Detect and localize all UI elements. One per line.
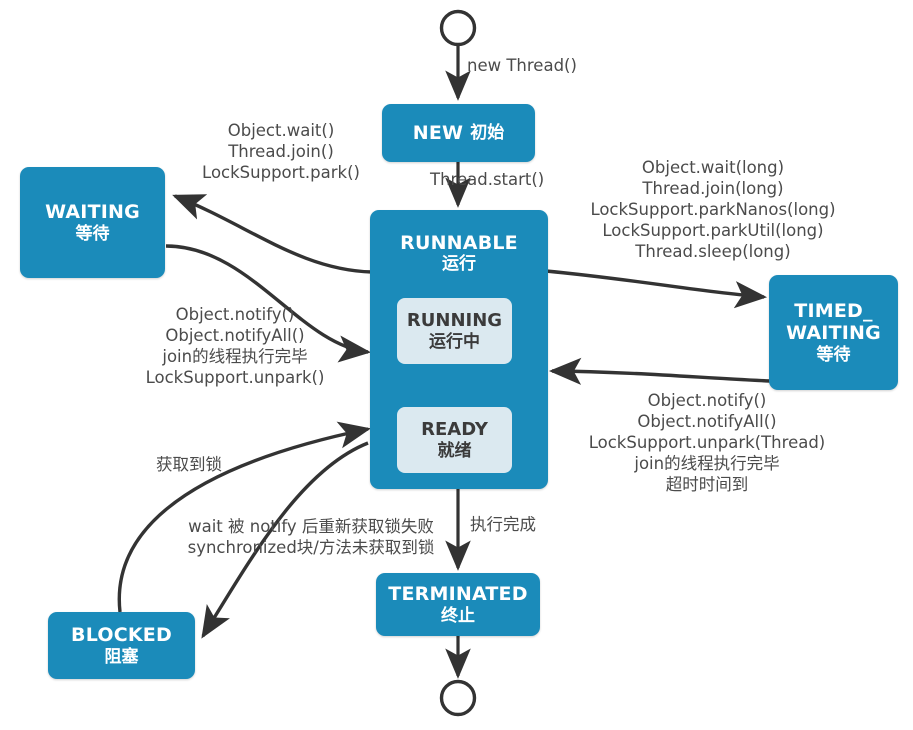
state-timed-waiting-label-en2: WAITING bbox=[786, 322, 881, 345]
edge-runnable-to-waiting bbox=[172, 194, 373, 274]
state-box-blocked[interactable]: BLOCKED 阻塞 bbox=[48, 612, 195, 679]
state-blocked-label-en: BLOCKED bbox=[71, 624, 172, 647]
substate-running-label-en: RUNNING bbox=[406, 310, 503, 332]
state-blocked-label-cn: 阻塞 bbox=[104, 646, 139, 667]
edge-label-blocked-to-runnable: 获取到锁 bbox=[156, 455, 222, 474]
edge-label-runnable-to-timed-waiting: Object.wait(long) Thread.join(long) Lock… bbox=[590, 158, 836, 261]
edge-label-waiting-to-runnable: Object.notify() Object.notifyAll() join的… bbox=[145, 305, 325, 387]
state-new-label-en: NEW bbox=[412, 121, 464, 144]
state-waiting-label-en: WAITING bbox=[45, 201, 140, 224]
state-terminated-label-cn: 终止 bbox=[441, 605, 475, 626]
substate-box-running[interactable]: RUNNING 运行中 bbox=[397, 298, 512, 364]
end-node-icon bbox=[439, 679, 477, 717]
edge-timed-waiting-to-runnable bbox=[548, 357, 771, 385]
edge-label-start-to-new: new Thread() bbox=[467, 56, 577, 75]
start-node-icon bbox=[439, 9, 477, 47]
state-box-new[interactable]: NEW 初始 bbox=[382, 104, 535, 162]
state-runnable-label-cn: 运行 bbox=[442, 254, 476, 275]
state-timed-waiting-label-cn: 等待 bbox=[816, 344, 851, 365]
substate-ready-label-en: READY bbox=[421, 419, 488, 441]
edge-label-new-to-runnable: Thread.start() bbox=[430, 170, 545, 189]
state-runnable-label-en: RUNNABLE bbox=[400, 232, 518, 254]
substate-ready-label-cn: 就绪 bbox=[437, 440, 472, 461]
edge-label-timed-waiting-to-runnable: Object.notify() Object.notifyAll() LockS… bbox=[588, 391, 826, 494]
state-waiting-label-cn: 等待 bbox=[75, 223, 110, 244]
edge-label-runnable-to-waiting: Object.wait() Thread.join() LockSupport.… bbox=[202, 121, 360, 182]
state-box-timed-waiting[interactable]: TIMED_ WAITING 等待 bbox=[769, 275, 898, 390]
substate-running-label-cn: 运行中 bbox=[429, 331, 480, 352]
state-terminated-label-en: TERMINATED bbox=[388, 583, 528, 606]
edge-label-runnable-to-terminated: 执行完成 bbox=[470, 515, 536, 534]
edge-runnable-to-timed-waiting bbox=[545, 269, 768, 309]
substate-box-ready[interactable]: READY 就绪 bbox=[397, 407, 512, 473]
edge-label-runnable-to-blocked: wait 被 notify 后重新获取锁失败 synchronized块/方法未… bbox=[187, 517, 435, 557]
state-timed-waiting-label-en1: TIMED_ bbox=[794, 300, 873, 323]
state-box-terminated[interactable]: TERMINATED 终止 bbox=[376, 573, 540, 636]
state-new-label-cn: 初始 bbox=[470, 122, 505, 143]
state-box-waiting[interactable]: WAITING 等待 bbox=[20, 167, 165, 278]
